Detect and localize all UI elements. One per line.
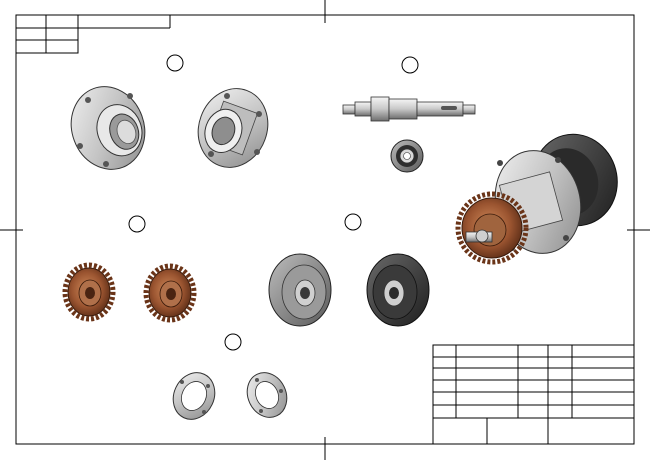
title-block xyxy=(432,344,635,445)
flange-housing-icon xyxy=(70,86,146,170)
pulley-icon xyxy=(366,253,430,327)
gear-icon xyxy=(62,262,116,322)
revision-block xyxy=(15,14,171,54)
shaft-icon xyxy=(342,96,476,122)
assembly-icon xyxy=(455,133,618,265)
flange-housing-icon xyxy=(197,88,269,168)
bearing-icon xyxy=(390,139,424,173)
balloon-markers xyxy=(128,54,419,351)
gear-icon xyxy=(143,263,197,323)
pulley-icon xyxy=(268,253,332,327)
ring-icon xyxy=(172,372,216,420)
ring-icon xyxy=(246,372,288,418)
